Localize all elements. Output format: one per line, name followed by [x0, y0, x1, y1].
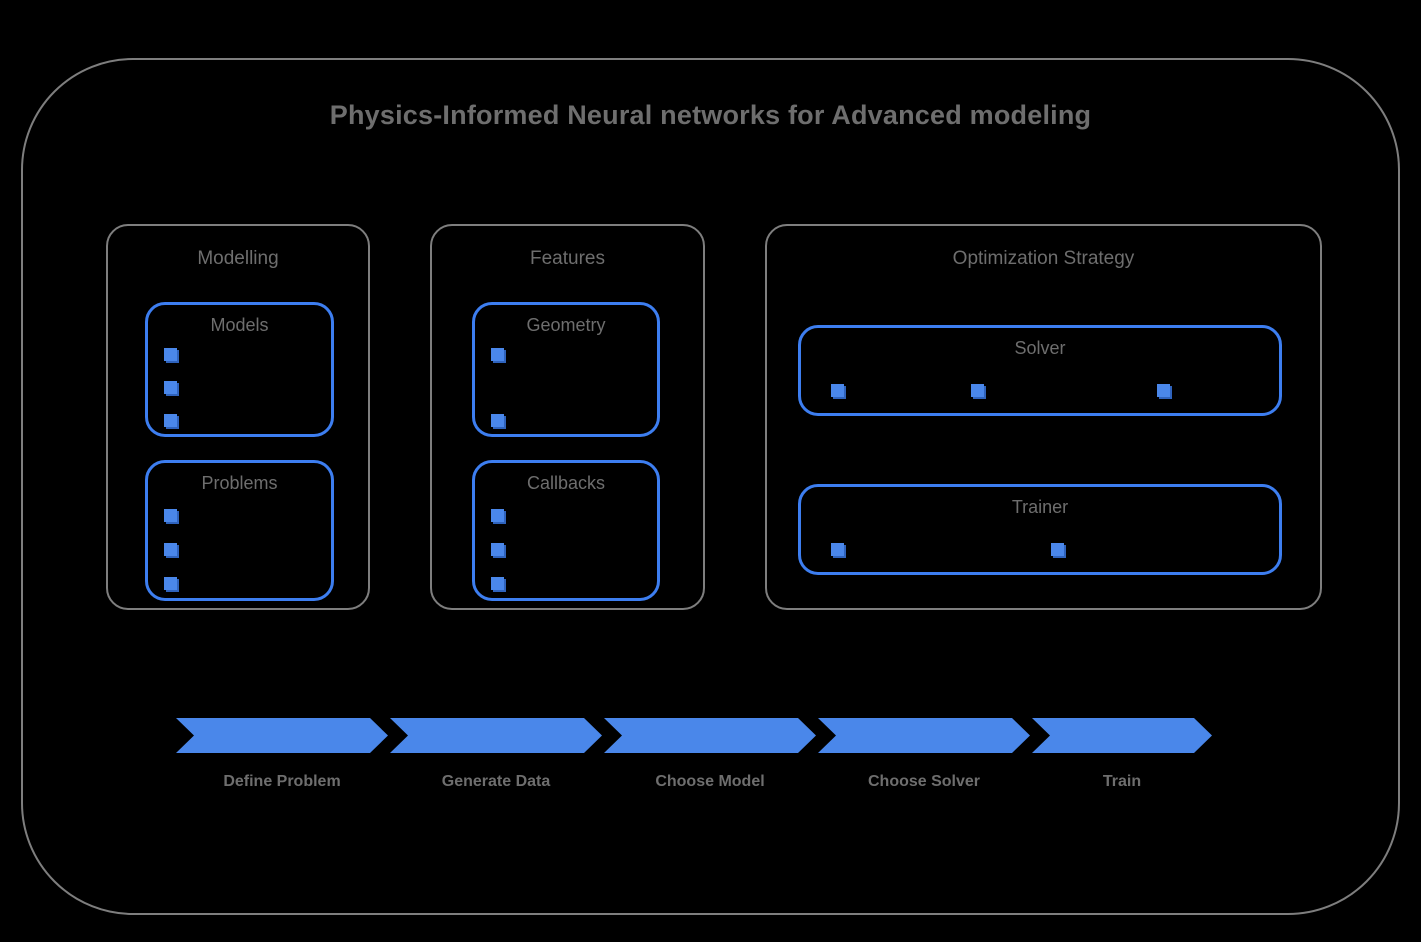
outer-frame: [21, 58, 1400, 915]
process-flow: [176, 718, 1212, 753]
flow-step-label: Train: [1102, 773, 1142, 790]
cube-icon: [164, 577, 177, 590]
cube-icon: [164, 543, 177, 556]
subgroup-geometry[interactable]: Geometry: [472, 302, 660, 437]
subgroup-solver[interactable]: Solver: [798, 325, 1282, 416]
flow-step-label: Generate Data: [441, 773, 551, 790]
subgroup-trainer[interactable]: Trainer: [798, 484, 1282, 575]
group-modelling[interactable]: Modelling: [106, 224, 370, 610]
group-optimization-strategy-label: Optimization Strategy: [952, 248, 1135, 269]
cube-icon: [491, 414, 504, 427]
cube-icon: [164, 414, 177, 427]
flow-step-arrow[interactable]: [390, 718, 602, 753]
subgroup-solver-label: Solver: [1014, 338, 1066, 358]
group-features[interactable]: Features: [430, 224, 705, 610]
cube-icon: [491, 577, 504, 590]
cube-icon: [164, 381, 177, 394]
subgroup-callbacks[interactable]: Callbacks: [472, 460, 660, 601]
flow-step-arrow[interactable]: [604, 718, 816, 753]
subgroup-trainer-label: Trainer: [1011, 497, 1069, 517]
flow-step-label: Choose Model: [655, 773, 765, 790]
group-features-label: Features: [530, 248, 605, 269]
flow-step-arrow[interactable]: [818, 718, 1030, 753]
cube-icon: [491, 509, 504, 522]
cube-icon: [491, 348, 504, 361]
flow-step-arrow[interactable]: [1032, 718, 1212, 753]
flow-step-label: Define Problem: [223, 773, 341, 790]
subgroup-problems[interactable]: Problems: [145, 460, 334, 601]
cube-icon: [164, 509, 177, 522]
group-modelling-label: Modelling: [197, 248, 279, 269]
cube-icon: [831, 384, 844, 397]
group-optimization-strategy[interactable]: Optimization Strategy: [765, 224, 1322, 610]
cube-icon: [971, 384, 984, 397]
page-title: Physics-Informed Neural networks for Adv…: [329, 100, 1092, 130]
cube-icon: [164, 348, 177, 361]
subgroup-problems-label: Problems: [201, 473, 278, 493]
flow-step-arrow[interactable]: [176, 718, 388, 753]
subgroup-models[interactable]: Models: [145, 302, 334, 437]
subgroup-models-label: Models: [210, 315, 269, 335]
cube-icon: [491, 543, 504, 556]
subgroup-geometry-label: Geometry: [526, 315, 606, 335]
process-flow-labels: Define Problem Generate Data Choose Mode…: [176, 773, 1212, 799]
cube-icon: [831, 543, 844, 556]
cube-icon: [1157, 384, 1170, 397]
cube-icon: [1051, 543, 1064, 556]
subgroup-callbacks-label: Callbacks: [526, 473, 606, 493]
flow-step-label: Choose Solver: [867, 773, 981, 790]
